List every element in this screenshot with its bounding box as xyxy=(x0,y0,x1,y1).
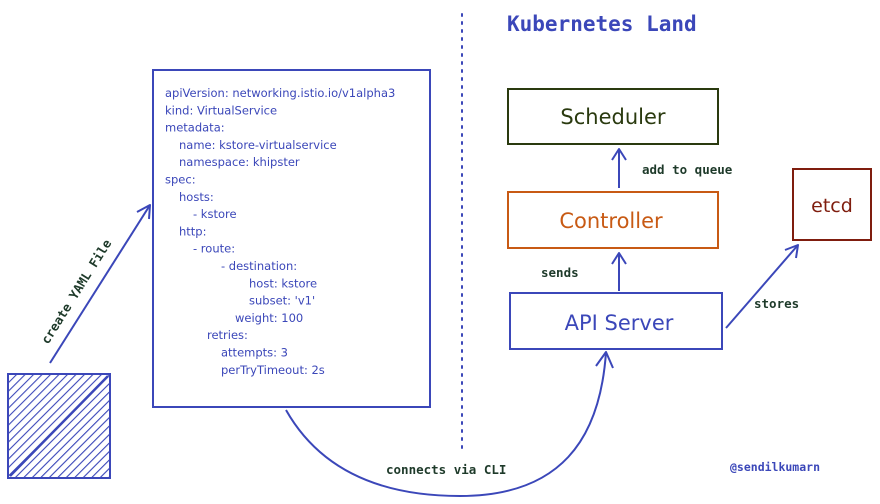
yaml-line: - route: xyxy=(193,242,235,256)
client-block xyxy=(7,373,111,479)
scheduler-label: Scheduler xyxy=(560,105,665,129)
yaml-line: hosts: xyxy=(179,190,214,204)
yaml-line: host: kstore xyxy=(249,276,317,290)
yaml-line: weight: 100 xyxy=(235,311,303,325)
yaml-file-box xyxy=(152,69,431,408)
stores-label: stores xyxy=(754,296,799,311)
etcd-box xyxy=(792,168,872,241)
yaml-line: spec: xyxy=(165,173,196,187)
yaml-line: kind: VirtualService xyxy=(165,103,277,117)
yaml-line: subset: 'v1' xyxy=(249,294,315,308)
yaml-line: perTryTimeout: 2s xyxy=(221,363,325,377)
add-to-queue-arrow xyxy=(611,148,627,188)
controller-label: Controller xyxy=(559,209,663,233)
scheduler-box xyxy=(507,88,719,145)
connects-via-cli-arrow xyxy=(285,351,614,498)
sends-arrow xyxy=(611,252,627,291)
yaml-line: attempts: 3 xyxy=(221,346,288,360)
yaml-line: apiVersion: networking.istio.io/v1alpha3 xyxy=(165,86,395,100)
create-yaml-label: create YAML File xyxy=(38,236,115,346)
yaml-content: apiVersion: networking.istio.io/v1alpha3… xyxy=(165,86,395,377)
yaml-line: http: xyxy=(179,224,206,238)
api-server-label: API Server xyxy=(565,311,674,335)
sends-label: sends xyxy=(541,265,579,280)
yaml-line: - kstore xyxy=(193,207,237,221)
connects-via-cli-label: connects via CLI xyxy=(386,462,506,477)
yaml-line: name: kstore-virtualservice xyxy=(179,138,337,152)
yaml-line: retries: xyxy=(207,328,248,342)
yaml-line: metadata: xyxy=(165,121,225,135)
create-yaml-arrow xyxy=(49,204,151,364)
yaml-line: namespace: khipster xyxy=(179,155,300,169)
credit-label: @sendilkumarn xyxy=(730,460,820,474)
page-title: Kubernetes Land xyxy=(507,12,697,36)
add-to-queue-label: add to queue xyxy=(642,162,733,177)
api-server-box xyxy=(509,292,723,350)
stores-arrow xyxy=(725,244,799,329)
etcd-label: etcd xyxy=(811,195,853,217)
yaml-line: - destination: xyxy=(221,259,297,273)
controller-box xyxy=(507,191,719,249)
